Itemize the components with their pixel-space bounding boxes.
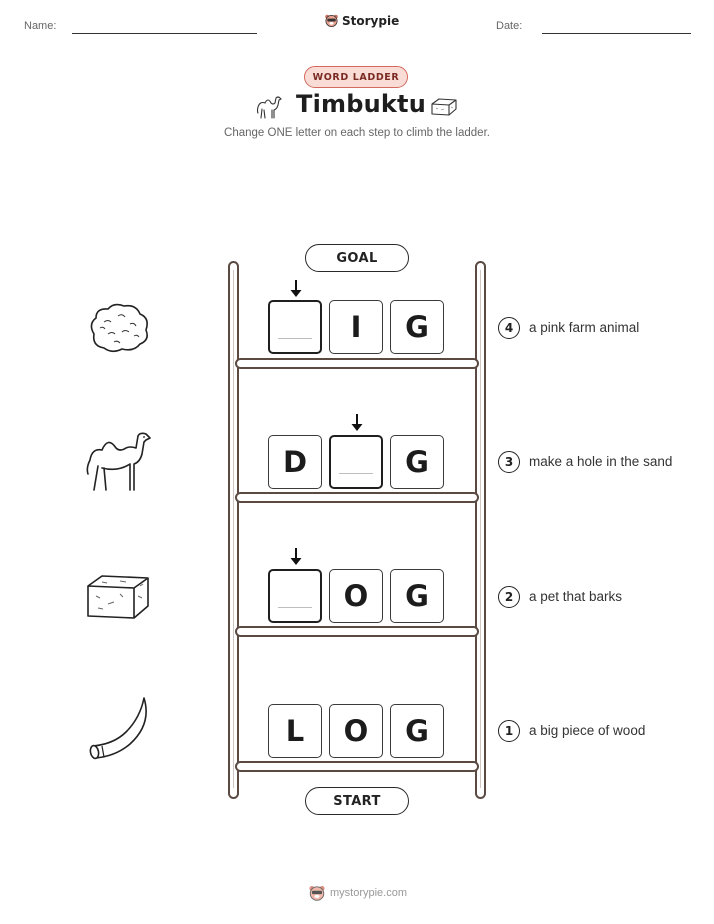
ladder-rung	[235, 761, 479, 772]
name-label: Name:	[24, 20, 57, 32]
footer: mystorypie.com	[308, 884, 407, 902]
step-number-1: 1	[498, 720, 520, 742]
letter-box: G	[390, 435, 444, 489]
step-number-2: 2	[498, 586, 520, 608]
change-arrow-icon	[351, 414, 363, 431]
letter-box-empty[interactable]	[268, 300, 322, 354]
letter-box: O	[329, 704, 383, 758]
clue-2: a pet that barks	[529, 589, 623, 604]
ladder	[228, 261, 486, 799]
letter-box: D	[268, 435, 322, 489]
start-label: START	[305, 787, 409, 815]
letter-box-empty[interactable]	[268, 569, 322, 623]
letter-box: I	[329, 300, 383, 354]
salt-block-icon	[431, 98, 457, 116]
camel-icon	[256, 96, 282, 119]
name-line[interactable]	[72, 33, 257, 34]
clue-3: make a hole in the sand	[529, 454, 673, 469]
letter-box: G	[390, 300, 444, 354]
ladder-rung	[235, 626, 479, 637]
ladder-rung	[235, 492, 479, 503]
bear-mascot-icon	[325, 14, 338, 27]
word-ladder-badge: WORD LADDER	[304, 66, 408, 88]
ladder-rung	[235, 358, 479, 369]
page-title: Timbuktu	[296, 90, 426, 118]
letter-box-empty[interactable]	[329, 435, 383, 489]
date-label: Date:	[496, 20, 523, 32]
salt-block-icon	[87, 575, 149, 619]
clue-1: a big piece of wood	[529, 723, 646, 738]
date-line[interactable]	[542, 33, 691, 34]
goal-label: GOAL	[305, 244, 409, 272]
horn-icon	[89, 697, 147, 760]
step-number-3: 3	[498, 451, 520, 473]
change-arrow-icon	[290, 548, 302, 565]
footer-url[interactable]: mystorypie.com	[330, 887, 408, 899]
cotton-bale-icon	[90, 303, 148, 353]
letter-box: G	[390, 569, 444, 623]
brand-logo: Storypie	[324, 13, 399, 28]
step-number-4: 4	[498, 317, 520, 339]
letter-box: O	[329, 569, 383, 623]
instructions: Change ONE letter on each step to climb …	[224, 127, 490, 139]
letter-box: L	[268, 704, 322, 758]
clue-4: a pink farm animal	[529, 320, 640, 335]
change-arrow-icon	[290, 280, 302, 297]
brand-name: Storypie	[342, 13, 400, 28]
camel-icon	[86, 432, 151, 491]
letter-box: G	[390, 704, 444, 758]
bear-mascot-icon	[309, 886, 325, 901]
